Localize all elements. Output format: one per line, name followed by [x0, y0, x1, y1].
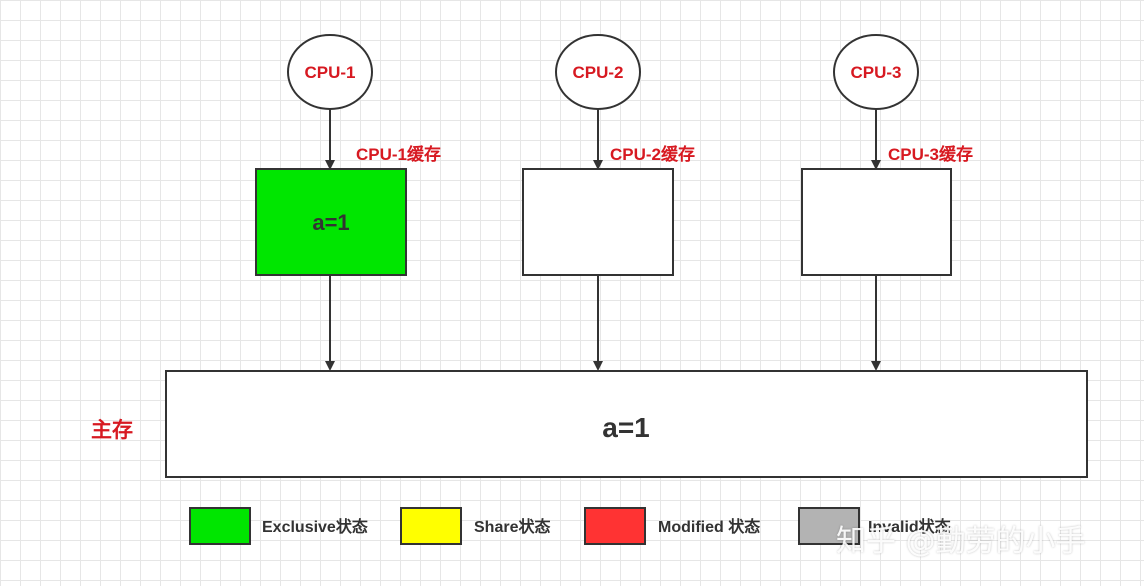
- cpu-2-label: CPU-2: [572, 63, 623, 82]
- cpu-2-cache-box: [522, 168, 674, 276]
- legend-label-modified: Modified 状态: [658, 517, 760, 536]
- legend-swatch-exclusive: [189, 507, 251, 545]
- cpu-1-cache-label: CPU-1缓存: [356, 144, 441, 164]
- legend-label-invalid: Invalid状态: [868, 517, 951, 536]
- main-memory-group: 主存 a=1: [91, 370, 1088, 478]
- cpu-1-group: CPU-1 CPU-1缓存 a=1: [255, 34, 441, 371]
- legend-swatch-invalid: [798, 507, 860, 545]
- cpu-3-group: CPU-3 CPU-3缓存: [801, 34, 973, 371]
- main-memory-value: a=1: [602, 412, 650, 443]
- cpu-3-cache-box: [801, 168, 952, 276]
- watermark-text: 知乎 @勤劳的小手: [836, 524, 1086, 559]
- cpu-1-cache-value: a=1: [312, 210, 349, 235]
- legend-swatch-modified: [584, 507, 646, 545]
- legend-swatch-share: [400, 507, 462, 545]
- legend-label-exclusive: Exclusive状态: [262, 517, 368, 536]
- cpu-1-cache-box: [255, 168, 407, 276]
- cpu-2-cache-label: CPU-2缓存: [610, 144, 695, 164]
- main-memory-box: [165, 370, 1088, 478]
- cpu-2-group: CPU-2 CPU-2缓存: [522, 34, 695, 371]
- legend: Exclusive状态 Share状态 Modified 状态 Invalid状…: [189, 507, 951, 545]
- cpu-1-label: CPU-1: [304, 63, 355, 82]
- legend-label-share: Share状态: [474, 517, 550, 536]
- cpu-3-cache-label: CPU-3缓存: [888, 144, 973, 164]
- cpu-3-label: CPU-3: [850, 63, 901, 82]
- main-memory-label: 主存: [91, 418, 133, 442]
